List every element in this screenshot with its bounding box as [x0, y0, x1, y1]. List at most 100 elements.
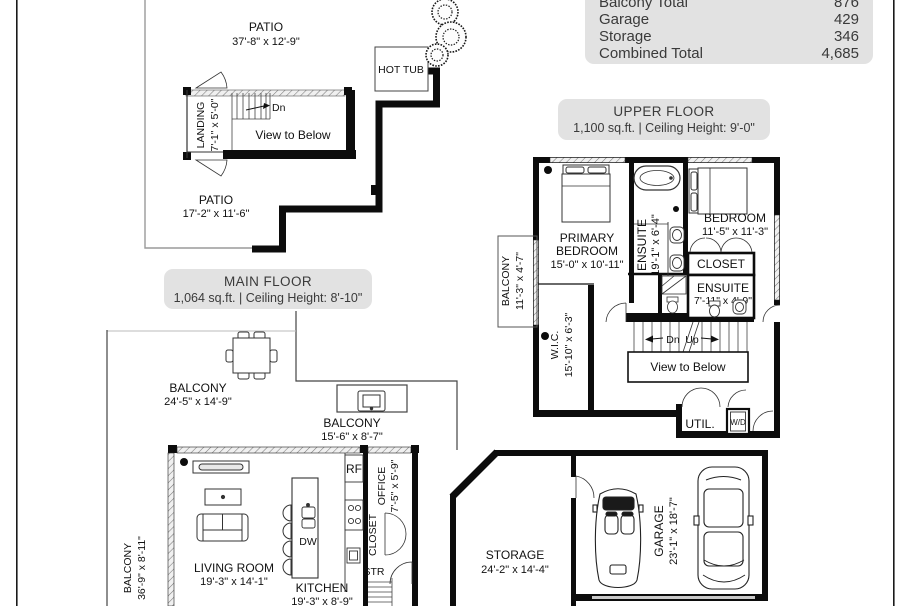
closet-doors	[689, 237, 753, 253]
upper-floor-plan: BALCONY 11'-3" x 4'-7" PRIMARY BEDROOM 1…	[497, 157, 781, 438]
summary-value: 429	[833, 11, 859, 28]
bbq-grill	[357, 390, 386, 412]
main-floor-plan: BALCONY 24'-5" x 14'-9" BALCONY 15'-6" x…	[106, 311, 458, 606]
primary-bedroom-label: PRIMARY	[560, 231, 614, 245]
primary-bed	[561, 164, 611, 223]
balcony3-label: BALCONY	[122, 543, 134, 593]
summary-label: Balcony Total	[599, 0, 688, 11]
door-swings	[605, 302, 781, 432]
garage-door	[592, 596, 755, 599]
storage-label: STORAGE	[486, 548, 544, 562]
floor-details: 1,064 sq.ft. | Ceiling Height: 8'-10"	[173, 290, 363, 305]
dn-label: Dn	[272, 102, 286, 114]
view-to-below-box	[627, 351, 749, 383]
plant-icon	[425, 0, 467, 67]
hot-tub-label: HOT TUB	[378, 64, 424, 76]
bathtub	[633, 165, 681, 191]
storage-dims: 24'-2" x 14'-4"	[481, 564, 549, 576]
up-label: Up	[685, 334, 699, 346]
summary-row: Storage 346	[599, 28, 859, 45]
vanity-sinks	[667, 222, 685, 278]
floor-details: 1,100 sq.ft. | Ceiling Height: 9'-0"	[573, 121, 755, 135]
upper-balcony-label: BALCONY	[500, 256, 512, 306]
summary-value: 4,685	[821, 45, 859, 62]
diagonal-wall	[449, 449, 500, 500]
kitchen-counter	[344, 453, 364, 592]
dn-arrow	[263, 103, 270, 109]
stools	[282, 504, 292, 576]
bedroom-dims: 11'-5" x 11'-3"	[702, 226, 768, 238]
wall-notch	[371, 185, 379, 195]
window	[687, 157, 753, 163]
floor-name: UPPER FLOOR	[613, 104, 715, 119]
closet-label: CLOSET	[697, 257, 746, 271]
balcony-outline	[295, 311, 458, 450]
ensuite2-fixtures	[708, 299, 747, 318]
patio-wall	[252, 67, 440, 253]
floor-name: MAIN FLOOR	[223, 273, 312, 289]
kitchen-dims: 19'-3" x 8'-9"	[291, 596, 353, 606]
kitchen-island	[291, 477, 319, 579]
fixture-dot	[541, 332, 549, 340]
window	[774, 214, 780, 301]
summary-row: Balcony Total 876	[599, 0, 859, 11]
area-summary-table: Balcony Total 876 Garage 429 Storage 346…	[585, 0, 873, 64]
summary-value: 346	[833, 28, 859, 45]
summary-value: 876	[833, 0, 859, 11]
upper-floor-title: UPPER FLOOR 1,100 sq.ft. | Ceiling Heigh…	[558, 99, 770, 140]
washer-dryer	[725, 407, 751, 436]
patio1-label: PATIO	[249, 20, 283, 34]
balcony3-dims: 36'-9" x 8'-11"	[136, 536, 148, 600]
wic-dims: 15'-10" x 6'-3"	[563, 312, 575, 377]
summary-row: Combined Total 4,685	[599, 45, 859, 62]
ensuite2-label: ENSUITE	[697, 281, 749, 295]
fixture-dot	[544, 166, 552, 174]
balcony2-label: BALCONY	[323, 416, 380, 430]
view-to-below-label: View to Below	[650, 360, 725, 374]
office-dims: 7'-5" x 5'-9"	[389, 459, 401, 512]
dn-arrow	[645, 335, 653, 343]
wd-label: W/D	[730, 418, 746, 427]
upper-balcony-dims: 11'-3" x 4'-7"	[514, 252, 526, 310]
page-border-right	[893, 0, 895, 606]
living-room-label: LIVING ROOM	[194, 561, 274, 575]
landing: Dn View to Below LANDING 7'-1" x 5'-0"	[183, 71, 356, 177]
garage-label: GARAGE	[652, 505, 666, 556]
str-label: STR	[364, 566, 385, 578]
patio2-dims: 17'-2" x 11'-6"	[183, 208, 250, 220]
door-swing	[194, 71, 228, 89]
bbq-balcony	[336, 384, 408, 413]
dishwasher-label: DW	[299, 536, 317, 548]
suv-car	[693, 466, 754, 590]
summary-label: Storage	[599, 28, 652, 45]
door-swings	[384, 512, 413, 585]
patio-level: PATIO 37'-8" x 12'-9" HOT TUB	[144, 0, 467, 253]
kitchen-label: KITCHEN	[296, 581, 349, 595]
fridge-label: RF	[346, 462, 362, 476]
fixture-dot	[673, 206, 679, 212]
patio-outline	[144, 0, 252, 249]
living-room-dims: 19'-3" x 14'-1"	[200, 576, 268, 588]
up-arrow	[711, 335, 719, 343]
upper-balcony	[497, 235, 538, 328]
window	[167, 452, 175, 606]
summary-row: Garage 429	[599, 11, 859, 28]
window	[549, 157, 626, 163]
ensuite-label: ENSUITE	[635, 219, 649, 271]
summary-label: Garage	[599, 11, 650, 28]
landing-dims: 7'-1" x 5'-0"	[209, 98, 221, 151]
view-to-below-label: View to Below	[255, 128, 330, 142]
dining-table	[225, 331, 278, 380]
landing-label: LANDING	[195, 102, 207, 149]
patio2-label: PATIO	[199, 193, 233, 207]
bedroom-label: BEDROOM	[704, 211, 766, 225]
main-floor-title: MAIN FLOOR 1,064 sq.ft. | Ceiling Height…	[164, 269, 372, 309]
coffee-table	[204, 488, 242, 506]
window	[176, 446, 361, 454]
garage-level-plan: STORAGE 24'-2" x 14'-4" GARAGE 23'-1" x …	[449, 449, 768, 606]
door-swing	[575, 475, 595, 499]
garage-dims: 23'-1" x 18'-7"	[668, 497, 680, 565]
util-label: UTIL.	[685, 417, 714, 431]
